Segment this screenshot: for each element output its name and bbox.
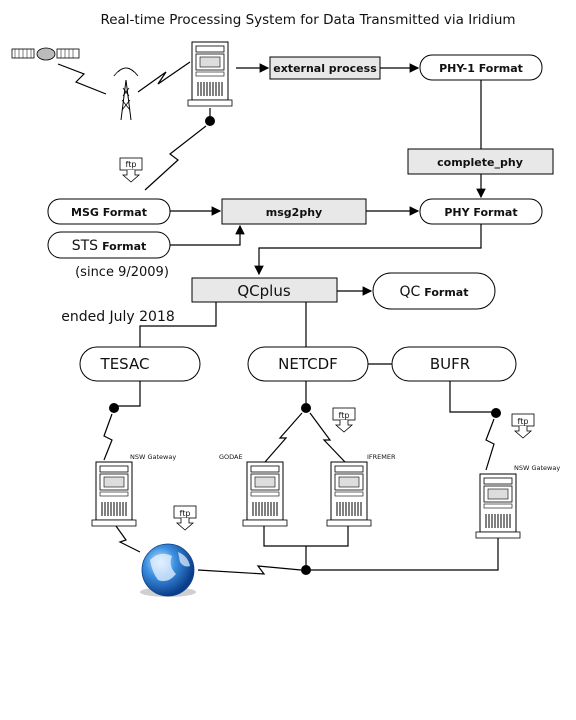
- phy-format-label: PHY Format: [444, 206, 517, 219]
- globe-icon: [140, 543, 196, 597]
- svg-text:ftp: ftp: [339, 411, 350, 420]
- complete-phy-label: complete_phy: [437, 156, 523, 169]
- bufr-label: BUFR: [430, 355, 470, 373]
- tesac-gateway-label: NSW Gateway: [130, 453, 176, 461]
- complete-phy-box: [407, 148, 554, 175]
- qcplus-box: [191, 277, 338, 303]
- junction-dot: [205, 116, 215, 126]
- godae-server-icon: [242, 461, 288, 527]
- bufr-gateway-server-icon: [475, 473, 521, 539]
- godae-label: GODAE: [219, 453, 243, 461]
- bufr-gateway-label: NSW Gateway: [514, 464, 560, 472]
- qc-format-node: [372, 272, 496, 310]
- ifremer-label: IFREMER: [367, 453, 396, 461]
- junction-dot: [301, 565, 311, 575]
- phy1-format-label: PHY-1 Format: [439, 62, 523, 75]
- msg2phy-label: msg2phy: [266, 206, 322, 219]
- receiving-server-icon: [187, 41, 233, 107]
- satellite-link: [57, 63, 107, 95]
- tesac-gateway-server-icon: [91, 461, 137, 527]
- tesac-label: TESAC: [100, 355, 150, 373]
- diagram-title: Real-time Processing System for Data Tra…: [100, 12, 515, 28]
- svg-text:ftp: ftp: [180, 509, 191, 518]
- tower-link: [137, 61, 191, 93]
- ftp-label: ftp: [126, 160, 137, 169]
- ifremer-server-icon: [326, 461, 372, 527]
- since-note: (since 9/2009): [75, 265, 169, 280]
- antenna-tower-icon: [113, 67, 139, 121]
- external-process-label: external process: [273, 62, 377, 75]
- msg-format-label: MSG Format: [71, 206, 147, 219]
- ended-note: ended July 2018: [61, 309, 175, 325]
- bufr-node: [391, 346, 517, 382]
- satellite-icon: [11, 47, 80, 61]
- qcplus-label: QCplus: [237, 282, 290, 300]
- svg-text:ftp: ftp: [518, 417, 529, 426]
- netcdf-label: NETCDF: [278, 355, 338, 373]
